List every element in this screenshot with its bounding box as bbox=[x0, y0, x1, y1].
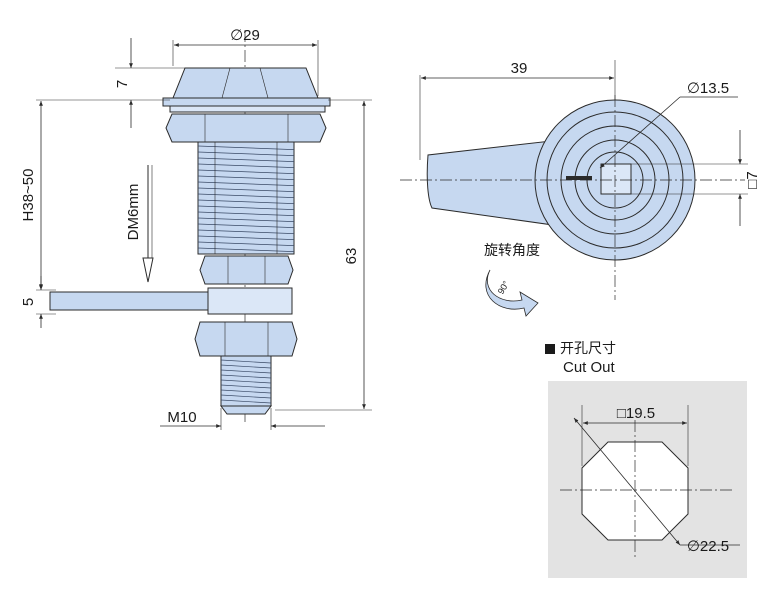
thread-line bbox=[197, 193, 295, 198]
thread-line bbox=[197, 157, 295, 162]
top-view bbox=[400, 60, 748, 317]
dim-overall: 63 bbox=[343, 248, 360, 265]
thread-line bbox=[197, 247, 295, 252]
thread-line bbox=[220, 374, 272, 379]
top-nut bbox=[165, 113, 327, 143]
square-bullet-icon bbox=[545, 344, 555, 354]
bottom-nut bbox=[194, 321, 298, 357]
thread-line bbox=[197, 223, 295, 228]
cutout-diameter: ∅22.5 bbox=[687, 538, 729, 555]
square-drive bbox=[600, 163, 632, 195]
cam-tongue bbox=[426, 139, 561, 227]
dim-h-range: H38~50 bbox=[20, 169, 37, 222]
cutout-title-en: Cut Out bbox=[563, 359, 616, 376]
thread-line bbox=[197, 235, 295, 240]
thread-line bbox=[197, 169, 295, 174]
cutout-square: □19.5 bbox=[617, 405, 655, 422]
thread-line bbox=[197, 175, 295, 180]
thread-line bbox=[197, 151, 295, 156]
thread-line bbox=[197, 205, 295, 210]
rotation-angle: 90° bbox=[496, 279, 512, 296]
cutout-view bbox=[545, 344, 747, 578]
thread-line bbox=[197, 217, 295, 222]
dim-cam-length: 39 bbox=[511, 60, 528, 77]
thread-line bbox=[220, 379, 272, 384]
thread-line bbox=[197, 229, 295, 234]
cutout-title-cn: 开孔尺寸 bbox=[560, 341, 616, 357]
dim-square-drive: □7 bbox=[744, 171, 761, 188]
side-view bbox=[36, 30, 372, 430]
thread-line bbox=[220, 384, 272, 389]
thread-line bbox=[220, 389, 272, 394]
thread-line bbox=[220, 369, 272, 374]
dim-thread: M10 bbox=[167, 409, 196, 426]
thread-line bbox=[220, 364, 272, 369]
thread-line bbox=[197, 163, 295, 168]
rotation-label: 旋转角度 bbox=[484, 243, 540, 259]
dim-diameter-top: ∅29 bbox=[230, 27, 260, 44]
rotation-arrow-icon bbox=[485, 269, 539, 317]
thread-line bbox=[197, 181, 295, 186]
lock-head bbox=[172, 67, 319, 99]
thread-line bbox=[197, 145, 295, 150]
thread-line bbox=[220, 394, 272, 399]
thread-line bbox=[197, 241, 295, 246]
thread-line bbox=[197, 199, 295, 204]
thread-line bbox=[220, 359, 272, 364]
dim-diameter-cam: ∅13.5 bbox=[687, 80, 729, 97]
threaded-stud bbox=[220, 355, 272, 407]
thread-line bbox=[197, 187, 295, 192]
dim-cam-thickness: 5 bbox=[20, 298, 37, 306]
thread-line bbox=[197, 211, 295, 216]
dim-head-height: 7 bbox=[114, 80, 131, 88]
middle-nut bbox=[199, 255, 294, 285]
thread-line bbox=[220, 399, 272, 404]
drive-arrow-icon bbox=[142, 165, 154, 283]
dim-drive: DM6mm bbox=[125, 184, 142, 241]
flange-washer bbox=[162, 97, 331, 107]
